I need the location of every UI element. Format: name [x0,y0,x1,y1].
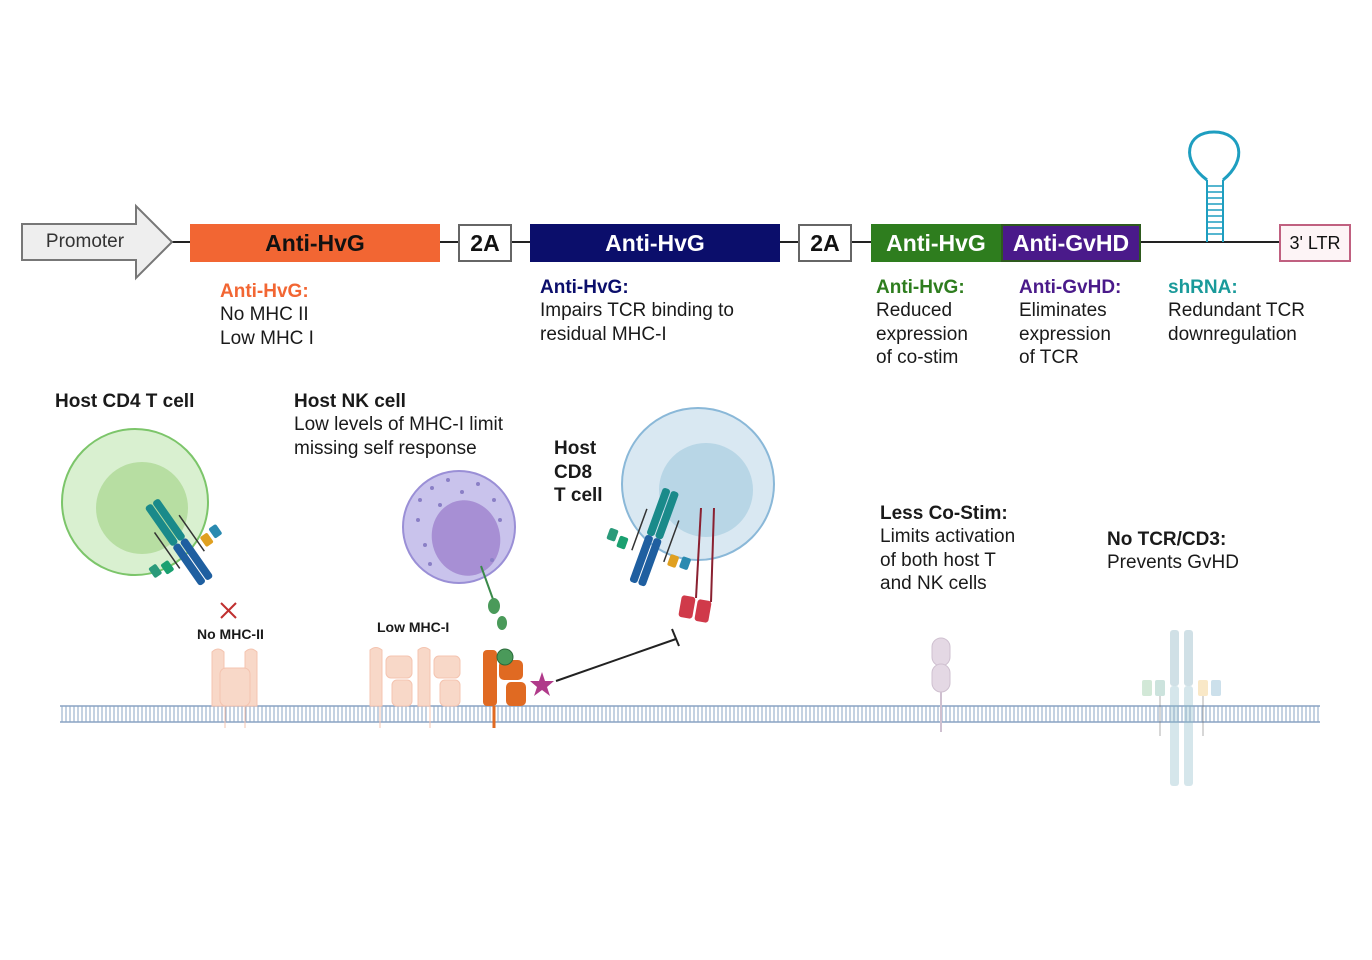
annotation-2: Anti-HvG: Impairs TCR binding to residua… [540,276,734,346]
nk-cell-label: Host NK cell Low levels of MHC-I limit m… [294,390,503,460]
shrna-hairpin-icon [1190,132,1239,242]
inhibition-line-icon [556,629,679,681]
tcr-title: No TCR/CD3: [1107,528,1239,551]
anti-hvg-box-navy: Anti-HvG [530,224,780,262]
linker-2a-box-1: 2A [458,224,512,262]
promoter-label: Promoter [22,224,148,260]
annotation-4-title: Anti-GvHD: [1019,276,1121,299]
cd8-cell-title: Host CD8 T cell [554,437,603,508]
nk-cell-title: Host NK cell [294,390,503,413]
annotation-5-title: shRNA: [1168,276,1305,299]
linker-2a-box-2: 2A [798,224,852,262]
annotation-3-title: Anti-HvG: [876,276,968,299]
no-mhc2-x-icon [221,603,236,618]
anti-gvhd-box-purple: Anti-GvHD [1001,224,1141,262]
anti-hvg-box-green: Anti-HvG [871,224,1001,262]
annotation-4-body: Eliminates expression of TCR [1019,299,1121,370]
annotation-1-title: Anti-HvG: [220,280,314,303]
costim-body: Limits activation of both host T and NK … [880,525,1015,596]
nk-cell-graphic [403,471,515,630]
annotation-2-title: Anti-HvG: [540,276,734,299]
tcr-body: Prevents GvHD [1107,551,1239,575]
peptide-star-icon [530,672,554,696]
nk-cell-body: Low levels of MHC-I limit missing self r… [294,413,503,460]
cd8-t-cell-graphic [622,408,774,560]
low-mhc1-label: Low MHC-I [377,619,449,635]
no-mhc2-label: No MHC-II [197,626,264,642]
annotation-1: Anti-HvG: No MHC II Low MHC I [220,280,314,350]
annotation-3-body: Reduced expression of co-stim [876,299,968,370]
annotation-3: Anti-HvG: Reduced expression of co-stim [876,276,968,370]
cd4-cell-title: Host CD4 T cell [55,390,194,413]
costim-label: Less Co-Stim: Limits activation of both … [880,502,1015,596]
costim-title: Less Co-Stim: [880,502,1015,525]
annotation-4: Anti-GvHD: Eliminates expression of TCR [1019,276,1121,370]
ltr-box: 3' LTR [1279,224,1351,262]
annotation-1-body: No MHC II Low MHC I [220,303,314,350]
cell-membrane [60,706,1320,722]
annotation-5-body: Redundant TCR downregulation [1168,299,1305,346]
anti-hvg-box-orange: Anti-HvG [190,224,440,262]
annotation-5: shRNA: Redundant TCR downregulation [1168,276,1305,346]
annotation-2-body: Impairs TCR binding to residual MHC-I [540,299,734,346]
tcr-label: No TCR/CD3: Prevents GvHD [1107,528,1239,575]
